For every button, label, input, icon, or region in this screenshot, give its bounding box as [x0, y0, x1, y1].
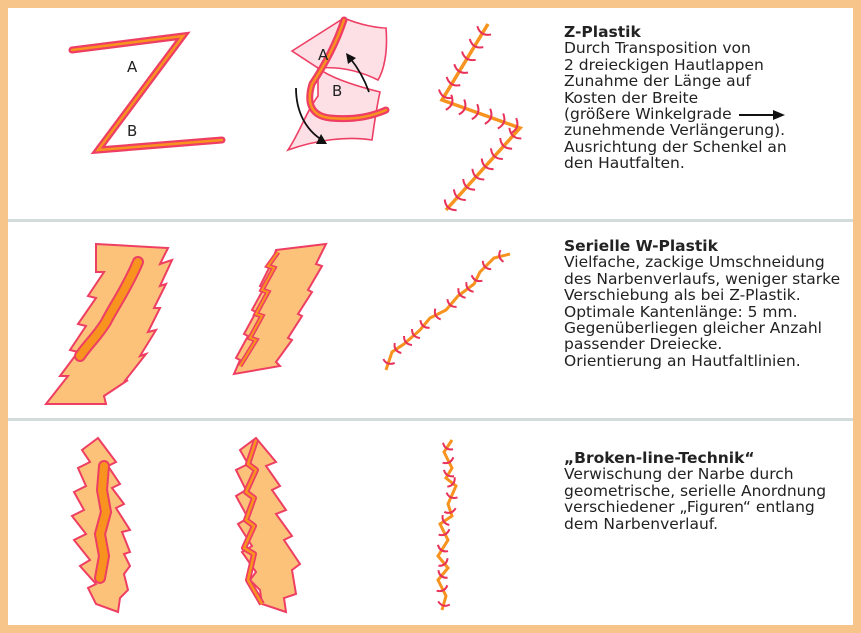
w-plastik-title: Serielle W-Plastik [564, 238, 854, 254]
broken-line-line: geometrische, serielle Anordnung [564, 483, 854, 499]
z-plastik-incision-diagram: A B [60, 25, 230, 160]
w-plastik-line: passender Dreiecke. [564, 336, 854, 352]
section-divider-2 [8, 418, 853, 421]
z-plastik-line: (größere Winkelgrade [564, 105, 732, 123]
z-plastik-line: Ausrichtung der Schenkel an [564, 139, 854, 155]
z-plastik-description: Durch Transposition von 2 dreieckigen Ha… [564, 40, 854, 171]
w-plastik-line: Optimale Kantenlänge: 5 mm. [564, 304, 854, 320]
flap-label-a-transposed: A [318, 46, 329, 64]
z-plastik-line: Durch Transposition von [564, 40, 854, 56]
w-plastik-line: Vielfache, zackige Umschneidung [564, 254, 854, 270]
w-plastik-line: Gegenüberliegen gleicher Anzahl [564, 320, 854, 336]
w-plastik-text: Serielle W-Plastik Vielfache, zackige Um… [564, 238, 854, 369]
z-plastik-line-with-arrow: (größere Winkelgrade [564, 106, 854, 122]
w-plastik-line: Verschiebung als bei Z-Plastik. [564, 287, 854, 303]
w-plastik-line: des Narbenverlaufs, weniger starke [564, 271, 854, 287]
broken-line-line: Verwischung der Narbe durch [564, 466, 854, 482]
z-plastik-line: 2 dreieckigen Hautlappen [564, 57, 854, 73]
z-plastik-line: Zunahme der Länge auf [564, 73, 854, 89]
w-plastik-description: Vielfache, zackige Umschneidung des Narb… [564, 254, 854, 369]
right-arrow-icon [737, 109, 787, 121]
broken-line-text: „Broken-line-Technik“ Verwischung der Na… [564, 450, 854, 532]
flap-label-b-transposed: B [332, 82, 342, 100]
z-plastik-text: Z-Plastik Durch Transposition von 2 drei… [564, 24, 854, 172]
z-plastik-sutured-result [430, 18, 530, 218]
w-plastik-excision-diagram [40, 235, 210, 415]
z-plastik-title: Z-Plastik [564, 24, 854, 40]
z-plastik-line: zunehmende Verlängerung). [564, 122, 854, 138]
broken-line-excision-diagram [60, 432, 150, 622]
broken-line-sutured-result [420, 432, 480, 622]
section-divider-1 [8, 219, 853, 222]
z-plastik-line: den Hautfalten. [564, 155, 854, 171]
flap-label-b: B [127, 122, 137, 140]
broken-line-title: „Broken-line-Technik“ [564, 450, 854, 466]
w-plastik-zigzag-diagram [225, 238, 335, 388]
broken-line-line: dem Narbenverlauf. [564, 516, 854, 532]
broken-line-zigzag-diagram [228, 432, 318, 622]
w-plastik-line: Orientierung an Hautfaltlinien. [564, 353, 854, 369]
flap-label-a: A [127, 58, 138, 76]
broken-line-description: Verwischung der Narbe durch geometrische… [564, 466, 854, 532]
w-plastik-sutured-result [378, 240, 518, 380]
z-plastik-line: Kosten der Breite [564, 90, 854, 106]
broken-line-line: verschiedener „Figuren“ entlang [564, 499, 854, 515]
z-plastik-transposition-diagram: A B [285, 15, 400, 165]
